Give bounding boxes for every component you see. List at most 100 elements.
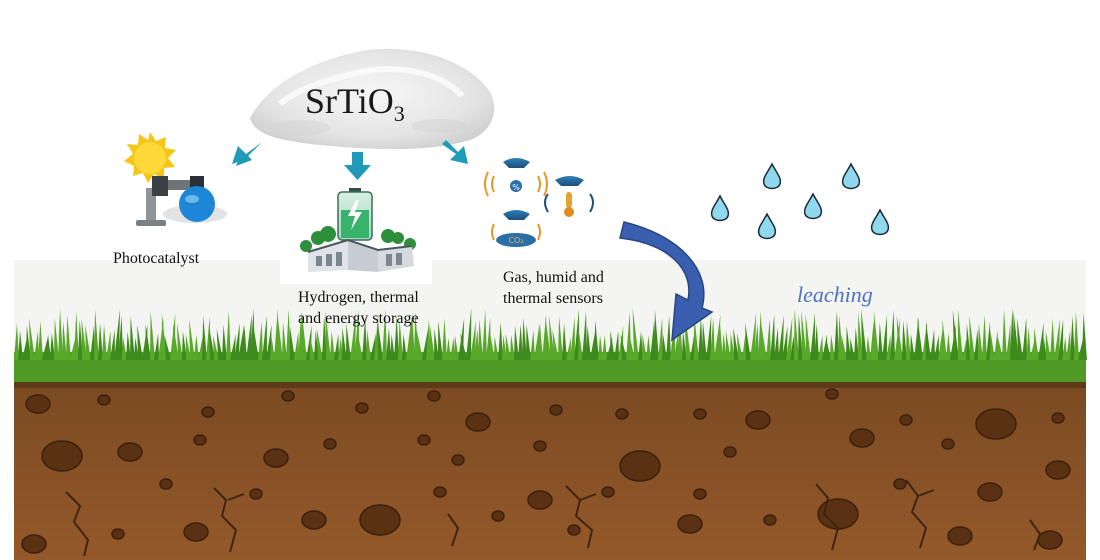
grass-blade bbox=[990, 330, 995, 360]
grass-blade bbox=[570, 316, 575, 360]
leaching-label: leaching bbox=[797, 282, 873, 307]
srtio3-powder-pile bbox=[250, 48, 495, 150]
soil-crack bbox=[1029, 519, 1042, 551]
pebble bbox=[281, 390, 295, 402]
grass-blade bbox=[118, 315, 123, 360]
soil-crack bbox=[917, 489, 935, 497]
pebble bbox=[825, 388, 839, 400]
grass-blade bbox=[896, 315, 903, 360]
grass-blade bbox=[1054, 318, 1061, 360]
grass-blade bbox=[934, 335, 939, 360]
grass-blade bbox=[1050, 318, 1055, 360]
grass-blade bbox=[216, 328, 223, 360]
grass-blade bbox=[426, 319, 431, 360]
grass-blade bbox=[194, 334, 199, 360]
grass-blade bbox=[694, 315, 699, 360]
grass-blade bbox=[917, 317, 923, 360]
grass-blade bbox=[684, 309, 691, 360]
grass-blade bbox=[177, 323, 183, 360]
grass-blade bbox=[26, 325, 31, 360]
grass-blade bbox=[54, 317, 59, 360]
grass-blade bbox=[750, 312, 757, 360]
grass-blade bbox=[164, 335, 171, 360]
grass-blade bbox=[882, 315, 887, 360]
grass-blade bbox=[489, 330, 495, 360]
grass-blade bbox=[770, 314, 775, 360]
trees bbox=[300, 226, 416, 252]
grass-blade bbox=[582, 310, 587, 360]
grass-blade bbox=[253, 324, 259, 360]
grass-blade bbox=[761, 323, 767, 360]
arrow-to-storage bbox=[344, 152, 371, 180]
grass-blade bbox=[390, 334, 395, 360]
water-droplet-icon bbox=[841, 162, 861, 190]
sensors-icon: % CO₂ bbox=[484, 158, 594, 247]
soil-crack bbox=[65, 491, 90, 557]
grass-blade bbox=[549, 315, 555, 360]
pebble bbox=[201, 406, 215, 418]
grass-blade bbox=[342, 327, 347, 360]
grass-blade bbox=[438, 320, 443, 360]
grass-blade bbox=[226, 310, 231, 360]
pebble bbox=[263, 448, 289, 468]
svg-text:%: % bbox=[512, 183, 520, 192]
grass-blade bbox=[110, 329, 115, 360]
grass-blade bbox=[730, 332, 735, 360]
grass-blade bbox=[906, 320, 911, 360]
grass-blade bbox=[402, 333, 407, 360]
pebble bbox=[527, 490, 553, 510]
grass-blade bbox=[702, 321, 707, 360]
pebble bbox=[899, 414, 913, 426]
grass-blade bbox=[782, 326, 788, 360]
pebble bbox=[41, 440, 83, 472]
pebble bbox=[601, 486, 615, 498]
pebble bbox=[117, 442, 143, 462]
pebble bbox=[941, 438, 955, 450]
grass-blade bbox=[870, 320, 875, 360]
grass-blade bbox=[460, 332, 467, 360]
pebble bbox=[615, 408, 629, 420]
grass-blade bbox=[289, 326, 295, 360]
grass-blade bbox=[710, 317, 715, 360]
grass-blade bbox=[620, 333, 627, 360]
grass-blade bbox=[85, 324, 91, 360]
pebble bbox=[249, 488, 263, 500]
grass-blade bbox=[742, 335, 747, 360]
grass-blade bbox=[737, 332, 743, 360]
grass-blade bbox=[58, 308, 63, 360]
grass-blade bbox=[558, 316, 563, 360]
grass-blade bbox=[98, 323, 103, 360]
pebble bbox=[111, 528, 125, 540]
grass-blade bbox=[377, 320, 383, 360]
pebble bbox=[301, 510, 327, 530]
grass-blade bbox=[46, 334, 51, 360]
grass-blade bbox=[658, 318, 663, 360]
grass-blade bbox=[838, 315, 843, 360]
grass-blade bbox=[34, 330, 39, 360]
pebble bbox=[693, 408, 707, 420]
grass-blade bbox=[946, 332, 951, 360]
grass-blade bbox=[662, 334, 667, 360]
grass-blade bbox=[350, 311, 357, 360]
grass-blade bbox=[938, 325, 944, 360]
soil-cracks bbox=[65, 479, 1042, 557]
water-droplet-icon bbox=[803, 192, 823, 220]
grass-blade bbox=[1066, 330, 1071, 360]
grass-blade bbox=[650, 321, 655, 360]
grass-blade bbox=[733, 327, 739, 360]
grass-blade bbox=[482, 309, 487, 360]
grass-blade bbox=[962, 337, 967, 360]
grass-blade bbox=[81, 318, 87, 360]
water-droplet-icon bbox=[710, 194, 730, 222]
pebble bbox=[25, 394, 51, 414]
water-droplet-icon bbox=[762, 162, 782, 190]
grass-blade bbox=[172, 323, 179, 360]
grass-blade bbox=[322, 315, 327, 360]
soil-crack bbox=[815, 483, 840, 551]
grass-blade bbox=[394, 315, 399, 360]
grass-blade bbox=[1070, 315, 1075, 360]
grass-blade bbox=[830, 334, 835, 360]
grass-blade bbox=[766, 318, 771, 360]
pebble bbox=[1051, 412, 1065, 424]
grass-blade bbox=[62, 321, 67, 360]
